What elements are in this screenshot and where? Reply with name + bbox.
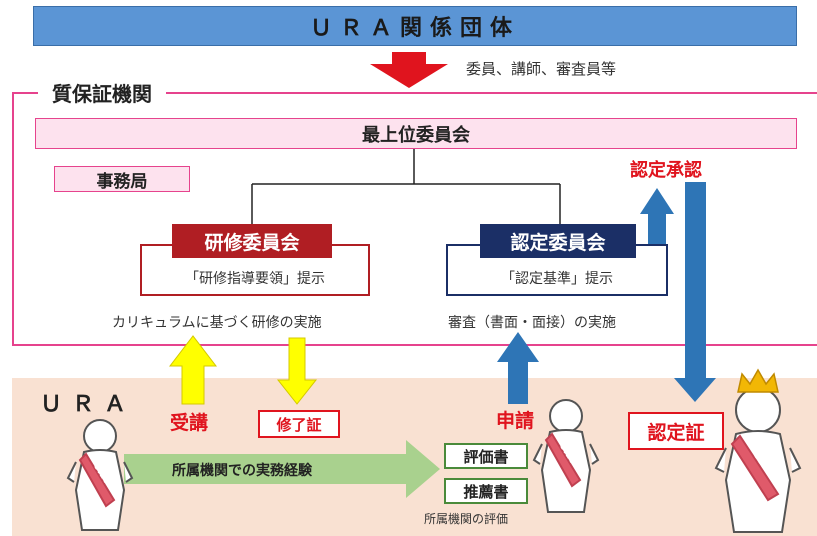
approval-label: 認定承認	[630, 160, 702, 181]
completion-certificate-label: 修了証	[258, 410, 340, 438]
recommendation-document-box: 推薦書	[444, 478, 528, 504]
training-committee-title: 研修委員会	[172, 224, 332, 258]
ura-person-left-icon	[66, 419, 134, 531]
top-committee-box: 最上位委員会	[35, 118, 797, 149]
crown-icon	[737, 368, 779, 393]
quality-assurance-org-label: 質保証機関	[38, 78, 166, 107]
ura-title: ＵＲＡ	[40, 392, 137, 417]
ura-person-middle-icon	[532, 399, 600, 513]
down-arrow-label: 委員、講師、審査員等	[466, 60, 617, 78]
certification-certificate-label: 認定証	[628, 412, 724, 450]
org-tree-connector	[251, 149, 561, 224]
apply-label: 申請	[496, 410, 535, 432]
institution-evaluation-label: 所属機関の評価	[424, 512, 509, 526]
ura-related-organizations-banner: ＵＲＡ関係団体	[33, 6, 797, 46]
blue-down-arrow-certificate-icon	[674, 182, 716, 402]
yellow-up-arrow-attend-icon	[168, 335, 218, 405]
evaluation-document-box: 評価書	[444, 443, 528, 469]
training-implementation-text: カリキュラムに基づく研修の実施	[112, 315, 322, 331]
secretariat-box: 事務局	[54, 166, 190, 192]
work-experience-label: 所属機関での実務経験	[172, 463, 312, 479]
quality-assurance-frame	[12, 92, 817, 346]
red-down-arrow-icon	[370, 52, 448, 88]
blue-up-arrow-approval-icon	[640, 188, 674, 246]
ura-person-crowned-icon	[714, 387, 802, 533]
green-experience-arrow-icon	[124, 440, 440, 498]
attend-label: 受講	[170, 412, 209, 434]
certification-committee-title: 認定委員会	[480, 224, 636, 258]
examination-implementation-text: 審査（書面・面接）の実施	[448, 315, 616, 331]
yellow-down-arrow-completion-icon	[276, 337, 318, 405]
blue-up-arrow-apply-icon	[497, 332, 539, 404]
